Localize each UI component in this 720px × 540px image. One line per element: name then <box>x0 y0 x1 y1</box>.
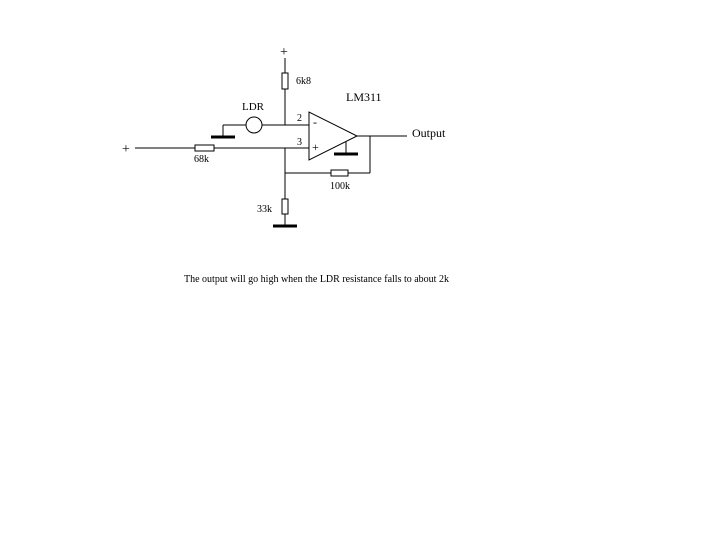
supply-top-label: + <box>280 45 288 60</box>
ic-label: LM311 <box>346 90 382 104</box>
ldr-symbol <box>245 116 263 134</box>
pin-3-label: 3 <box>297 137 302 148</box>
noninverting-sign: + <box>312 140 319 154</box>
lm311-comparator <box>308 111 359 161</box>
resistor-68k-label: 68k <box>194 154 209 165</box>
resistor-68k <box>194 144 215 152</box>
resistor-100k-label: 100k <box>330 181 350 192</box>
resistor-33k <box>281 198 289 215</box>
ldr-label: LDR <box>242 101 265 113</box>
caption: The output will go high when the LDR res… <box>184 274 449 285</box>
pin-2-label: 2 <box>297 113 302 124</box>
resistor-6k8-label: 6k8 <box>296 76 311 87</box>
supply-left-label: + <box>122 142 130 157</box>
inverting-sign: - <box>313 115 317 129</box>
resistor-33k-label: 33k <box>257 204 272 215</box>
resistor-6k8 <box>281 72 289 90</box>
output-label: Output <box>412 126 446 140</box>
resistor-100k <box>330 169 349 177</box>
